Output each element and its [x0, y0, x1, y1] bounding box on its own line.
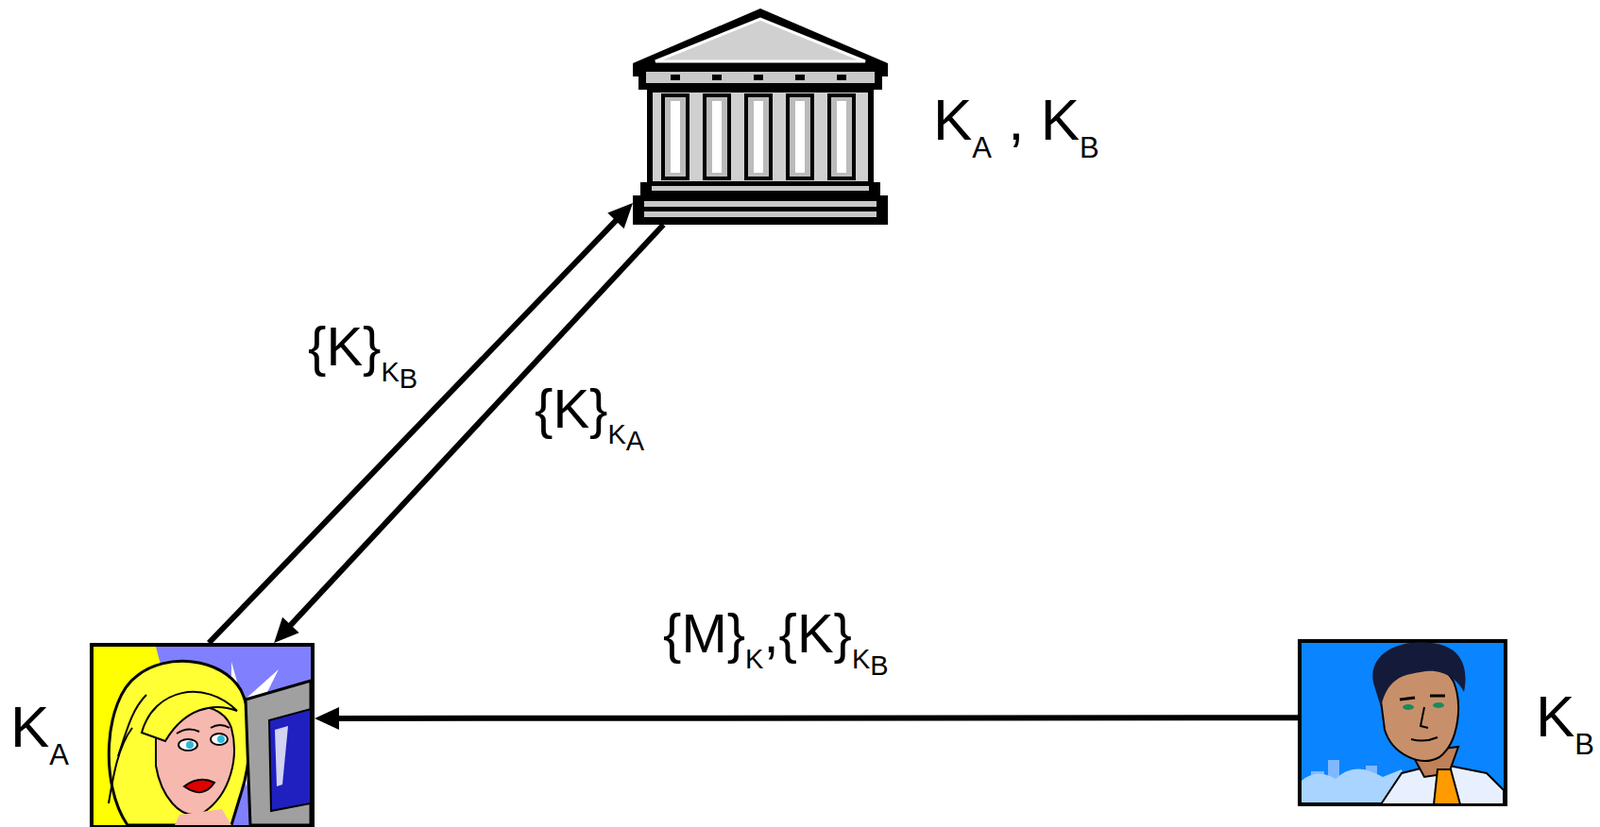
subscript-glyph: B: [1574, 728, 1595, 762]
arrow-connector: [314, 707, 1298, 731]
subscript-glyph: B: [1079, 131, 1100, 165]
alice-picture: [89, 643, 315, 827]
glyph: }: [834, 602, 852, 664]
message-label: {M}K,{K}KB: [663, 606, 889, 662]
alice-node: KA: [89, 643, 315, 827]
subscript-glyph: B: [399, 363, 418, 394]
message-label: {K}KA: [534, 381, 645, 437]
bob-node: KB: [1297, 639, 1508, 807]
glyph: {: [307, 315, 326, 377]
arrow-connector: [273, 224, 664, 644]
arrow-connector: [208, 203, 633, 644]
glyph: {: [663, 602, 681, 664]
glyph: }: [589, 377, 608, 440]
glyph: {: [534, 377, 553, 440]
subscript-glyph: K: [380, 357, 399, 388]
glyph: {: [779, 602, 798, 664]
arrow-line: [335, 714, 1298, 722]
glyph: ,: [763, 602, 779, 664]
glyph: K: [10, 694, 50, 760]
bank-node: KA , KB: [632, 8, 888, 225]
glyph: K: [1535, 683, 1575, 749]
subscript-glyph: A: [626, 425, 645, 457]
glyph: [1024, 86, 1041, 153]
glyph: K: [1040, 86, 1080, 153]
glyph: ,: [1007, 86, 1024, 153]
arrow-line: [208, 218, 619, 644]
subscript-glyph: K: [851, 644, 870, 675]
glyph: }: [362, 315, 381, 377]
arrow-head: [607, 203, 633, 229]
key-label: KA: [10, 697, 69, 757]
glyph: K: [797, 602, 835, 664]
glyph: K: [552, 377, 590, 440]
subscript-glyph: A: [971, 131, 992, 165]
glyph: [991, 86, 1008, 153]
glyph: K: [325, 315, 363, 377]
subscript-glyph: K: [607, 419, 626, 450]
glyph: K: [933, 86, 972, 153]
glyph: }: [727, 602, 746, 664]
key-label: KB: [1535, 687, 1595, 747]
bob-picture: [1297, 639, 1508, 807]
subscript-glyph: B: [869, 650, 888, 681]
arrow-head: [273, 617, 299, 644]
key-label: KA , KB: [933, 90, 1100, 150]
subscript-glyph: K: [745, 644, 764, 675]
glyph: M: [680, 602, 727, 664]
arrow-line: [288, 224, 664, 629]
subscript-glyph: A: [49, 738, 69, 772]
bank-icon: [632, 8, 888, 225]
arrow-head: [314, 707, 340, 731]
message-label: {K}KB: [307, 319, 418, 375]
